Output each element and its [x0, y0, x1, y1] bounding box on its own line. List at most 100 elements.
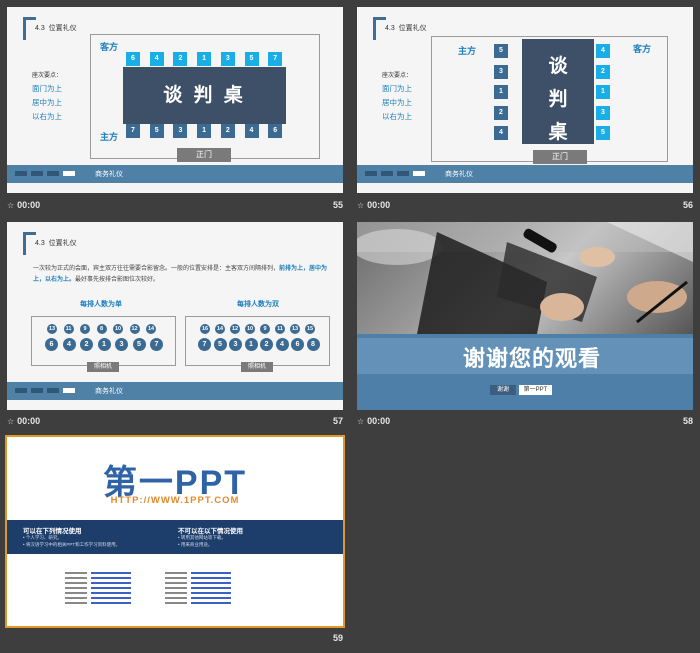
transition-icon: ☆ [7, 201, 15, 210]
transition-icon: ☆ [357, 417, 365, 426]
footer-label: 商务礼仪 [445, 171, 473, 178]
position-marker: 5 [213, 338, 227, 351]
host-label: 主方 [458, 46, 477, 56]
seat: 6 [268, 124, 283, 138]
position-marker: 2 [80, 338, 93, 351]
position-marker: 14 [215, 324, 225, 334]
seat: 2 [173, 52, 188, 66]
footer-mark-active [413, 171, 425, 176]
slide-number: 58 [682, 416, 693, 426]
brand-url[interactable]: HTTP://WWW.1PPT.COM [110, 495, 240, 506]
host-label: 主方 [100, 132, 119, 142]
seat: 3 [173, 124, 188, 138]
seat: 2 [596, 64, 610, 79]
negotiation-table: 谈 判 桌 [123, 67, 286, 124]
slide-thumbnail-58[interactable]: 谢谢您的观看 谢谢 第一PPT [357, 222, 693, 410]
rule-item: 以右为上 [382, 112, 412, 121]
position-marker: 2 [260, 338, 273, 351]
position-marker: 13 [290, 324, 300, 334]
can-use-item: • 将汉语学习中的相关PPT和工作学习资料使用。 [23, 542, 121, 547]
meeting-photo-graphic [357, 222, 693, 334]
paragraph-text: 一次较为正式的会面，宾主双方往往需要合影留念。一般的位置安排是：主客双方间隔排列… [33, 266, 280, 272]
cannot-use-title: 不可以在以下情况使用 [178, 528, 243, 535]
slide-timing: ☆00:00 [7, 416, 41, 426]
section-title: 4.3 位置礼仪 [385, 25, 427, 32]
position-marker: 10 [245, 324, 255, 334]
seat: 1 [197, 124, 212, 138]
position-marker: 12 [230, 324, 240, 334]
table-char: 桌 [548, 122, 568, 143]
seat: 7 [126, 124, 140, 138]
footer-bar: 商务礼仪 [357, 165, 693, 183]
rules-title: 座次要点： [32, 73, 63, 79]
odd-row-title: 每排人数为单 [80, 301, 122, 308]
footer-mark [31, 388, 43, 393]
can-use-title: 可以在下列情况使用 [23, 528, 82, 535]
position-marker: 11 [63, 324, 74, 334]
position-marker: 6 [45, 338, 58, 351]
negotiation-table: 谈 判 桌 [522, 39, 594, 144]
position-marker: 3 [115, 338, 128, 351]
footer-label: 商务礼仪 [95, 171, 123, 178]
footer-mark [381, 171, 393, 176]
rule-item: 面门为上 [382, 84, 412, 93]
site-button[interactable]: 第一PPT [519, 385, 552, 395]
guest-label: 客方 [633, 44, 652, 54]
table-char: 判 [548, 89, 568, 110]
seat: 4 [494, 126, 508, 140]
position-marker: 16 [200, 324, 210, 334]
seat: 2 [494, 105, 508, 120]
seat: 1 [494, 85, 508, 99]
brand-logo: 第一PPT [102, 464, 248, 502]
position-marker: 1 [97, 338, 111, 351]
slide-number: 55 [332, 200, 343, 210]
camera-label: 照相机 [87, 362, 119, 372]
position-marker: 10 [113, 324, 123, 334]
position-marker: 3 [229, 338, 242, 351]
slide-meta-58: ☆00:00 58 [357, 416, 693, 428]
seat: 2 [220, 124, 235, 138]
seat: 3 [220, 52, 235, 66]
seat: 4 [596, 44, 610, 58]
slide-timing: ☆00:00 [7, 200, 41, 210]
can-use-item: • 个人学习、研究。 [23, 535, 62, 540]
position-marker: 4 [275, 338, 289, 351]
seat: 3 [596, 105, 610, 120]
footer-mark [47, 171, 59, 176]
slide-timing: ☆00:00 [357, 416, 391, 426]
table-char: 谈 [548, 56, 568, 77]
thanks-button[interactable]: 谢谢 [490, 385, 516, 395]
seat: 6 [126, 52, 140, 66]
slide-number: 57 [332, 416, 343, 426]
slide-meta-59: 59 [7, 633, 343, 645]
main-door: 正门 [177, 148, 231, 162]
slide-timing: ☆00:00 [357, 200, 391, 210]
transition-icon: ☆ [7, 417, 15, 426]
seat: 1 [197, 52, 212, 66]
position-marker: 7 [198, 338, 211, 351]
footer-bar: 商务礼仪 [7, 165, 343, 183]
rule-item: 居中为上 [32, 98, 62, 107]
position-marker: 9 [260, 324, 270, 334]
section-bracket [373, 17, 386, 40]
photo-paragraph: 一次较为正式的会面，宾主双方往往需要合影留念。一般的位置安排是：主客双方间隔排列… [33, 264, 331, 286]
footer-mark-active [63, 388, 75, 393]
footer-mark [365, 171, 377, 176]
seat: 4 [149, 52, 164, 66]
seat: 4 [244, 124, 259, 138]
rule-item: 以右为上 [32, 112, 62, 121]
slide-number: 56 [682, 200, 693, 210]
slide-meta-57: ☆00:00 57 [7, 416, 343, 428]
slide-thumbnail-59[interactable]: 第一PPT HTTP://WWW.1PPT.COM 可以在下列情况使用 • 个人… [5, 435, 345, 628]
meeting-photo [357, 222, 693, 334]
cannot-use-item: • 用来商业用途。 [178, 542, 213, 547]
slide-thumbnail-57[interactable]: 4.3 位置礼仪 一次较为正式的会面，宾主双方往往需要合影留念。一般的位置安排是… [7, 222, 343, 410]
resource-links [65, 572, 231, 604]
position-marker: 15 [305, 324, 315, 334]
position-marker: 1 [244, 338, 258, 351]
table-label: 谈 判 桌 [163, 85, 246, 106]
rules-title: 座次要点： [382, 73, 413, 79]
footer-mark [15, 388, 27, 393]
